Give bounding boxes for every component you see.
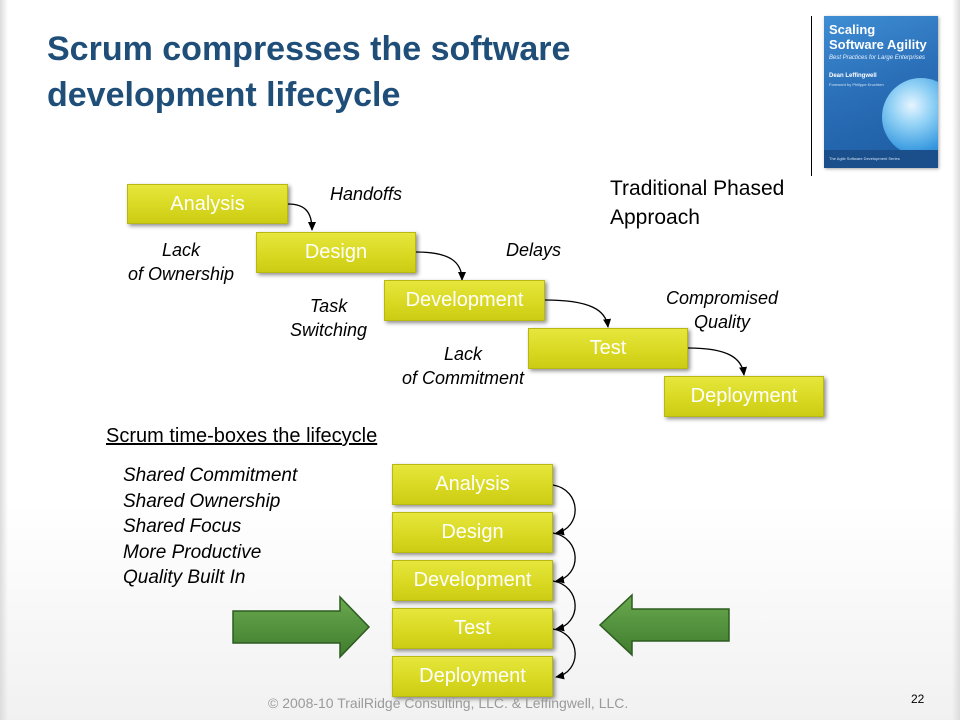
- slide-title: Scrum compresses the software developmen…: [47, 26, 667, 118]
- issue-task-switching-line-2: Switching: [290, 320, 368, 340]
- issue-compromised-quality: Compromised Quality: [666, 286, 778, 334]
- book-globe-image: [882, 78, 938, 156]
- issue-delays-line-1: Delays: [506, 240, 562, 260]
- scrum-loop-connector-2: [552, 532, 576, 584]
- compress-arrow-right: [232, 595, 371, 659]
- issue-handoffs-line-1: Handoffs: [330, 184, 403, 204]
- scrum-phase-development: Development: [392, 560, 553, 601]
- scrum-benefits-list: Shared Commitment Shared Ownership Share…: [123, 463, 297, 591]
- slide-title-line-2: development lifecycle: [47, 76, 401, 114]
- waterfall-phase-analysis: Analysis: [127, 184, 288, 224]
- waterfall-connector-1: [287, 203, 316, 231]
- book-subtitle: Best Practices for Large Enterprises: [829, 55, 926, 61]
- book-cover: Scaling Software Agility Best Practices …: [824, 16, 938, 168]
- issue-lack-of-commitment-line-1: Lack: [444, 344, 483, 364]
- scrum-loop-connector-4: [552, 628, 576, 680]
- issue-lack-of-ownership-line-2: of Ownership: [128, 264, 235, 284]
- scrum-phase-design: Design: [392, 512, 553, 553]
- slide-title-line-1: Scrum compresses the software: [47, 30, 571, 68]
- waterfall-connector-2: [415, 251, 466, 281]
- waterfall-connector-4: [687, 347, 748, 376]
- scrum-benefit-item: Shared Focus: [123, 516, 242, 538]
- book-series: The Agile Software Development Series: [829, 156, 900, 161]
- traditional-heading-line-2: Approach: [610, 206, 700, 229]
- issue-task-switching-line-1: Task: [309, 296, 348, 316]
- issue-lack-of-commitment: Lack of Commitment: [402, 342, 524, 390]
- issue-compromised-quality-line-1: Compromised: [666, 288, 779, 308]
- book-title-line-1: Scaling: [829, 22, 876, 37]
- compress-arrow-left: [598, 593, 730, 657]
- scrum-benefit-item: More Productive: [123, 541, 262, 563]
- book-foreword: Foreword by Philippe Kruchten: [829, 82, 884, 87]
- waterfall-phase-design: Design: [256, 232, 416, 273]
- scrum-benefit-item: Quality Built In: [123, 567, 246, 589]
- issue-delays: Delays: [506, 238, 561, 262]
- page-number: 22: [911, 692, 925, 706]
- copyright-footer: © 2008-10 TrailRidge Consulting, LLC. & …: [268, 695, 629, 711]
- book-author: Dean Leffingwell: [829, 73, 877, 79]
- scrum-loop-connector-3: [552, 580, 576, 632]
- traditional-heading-line-1: Traditional Phased: [610, 177, 785, 200]
- waterfall-connector-3: [544, 299, 612, 328]
- issue-lack-of-commitment-line-2: of Commitment: [402, 368, 525, 388]
- scrum-benefit-item: Shared Commitment: [123, 465, 298, 486]
- scrum-heading: Scrum time-boxes the lifecycle: [106, 425, 378, 447]
- issue-task-switching: Task Switching: [290, 294, 367, 342]
- book-title: Scaling Software Agility: [829, 22, 927, 52]
- issue-lack-of-ownership: Lack of Ownership: [128, 238, 234, 286]
- book-divider-line: [811, 16, 812, 176]
- issue-handoffs: Handoffs: [330, 182, 402, 206]
- waterfall-phase-test: Test: [528, 328, 688, 369]
- traditional-heading: Traditional Phased Approach: [610, 174, 784, 232]
- waterfall-phase-development: Development: [384, 280, 545, 321]
- scrum-phase-deployment: Deployment: [392, 656, 553, 697]
- book-band: [824, 150, 938, 168]
- issue-compromised-quality-line-2: Quality: [694, 312, 751, 332]
- book-title-line-2: Software Agility: [829, 37, 927, 52]
- scrum-phase-test: Test: [392, 608, 553, 649]
- waterfall-phase-deployment: Deployment: [664, 376, 824, 417]
- scrum-phase-analysis: Analysis: [392, 464, 553, 505]
- scrum-loop-connector-1: [552, 484, 576, 536]
- scrum-benefit-item: Shared Ownership: [123, 490, 281, 512]
- issue-lack-of-ownership-line-1: Lack: [162, 240, 201, 260]
